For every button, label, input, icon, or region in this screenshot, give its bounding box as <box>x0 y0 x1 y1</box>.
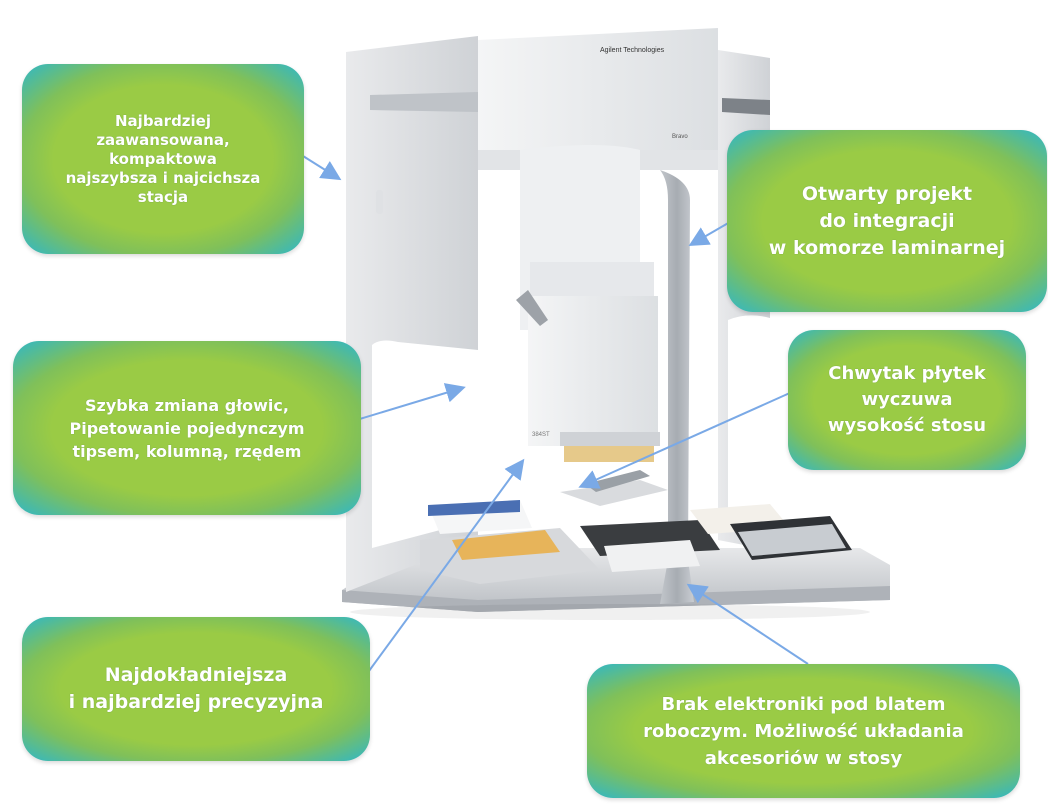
callout-compact-station: Najbardziej zaawansowana, kompaktowa naj… <box>22 64 304 254</box>
center-pillar <box>660 170 694 604</box>
arrow-precision <box>357 458 525 687</box>
callout-no-electronics: Brak elektroniki pod blatem roboczym. Mo… <box>587 664 1020 798</box>
arrow-no-electronics <box>686 583 809 665</box>
callout-head-change-text: Szybka zmiana głowic, Pipetowanie pojedy… <box>69 395 305 461</box>
callout-precision: Najdokładniejsza i najbardziej precyzyjn… <box>22 617 370 761</box>
head-type-label: 384ST <box>532 432 550 438</box>
callout-open-design: Otwarty projekt do integracji w komorze … <box>727 130 1047 312</box>
arrow-compact-station <box>302 155 342 181</box>
deck-labware <box>420 500 852 584</box>
arrow-plate-gripper <box>578 391 793 489</box>
callout-plate-gripper: Chwytak płytek wyczuwa wysokość stosu <box>788 330 1026 470</box>
callout-open-design-text: Otwarty projekt do integracji w komorze … <box>768 182 1006 259</box>
arrow-open-design <box>688 221 731 247</box>
callout-compact-station-text: Najbardziej zaawansowana, kompaktowa naj… <box>65 111 261 206</box>
callout-no-electronics-text: Brak elektroniki pod blatem roboczym. Mo… <box>643 693 964 769</box>
head-housing: Agilent Technologies Bravo 384ST <box>478 28 718 462</box>
callout-head-change: Szybka zmiana głowic, Pipetowanie pojedy… <box>13 341 361 515</box>
callout-plate-gripper-text: Chwytak płytek wyczuwa wysokość stosu <box>827 363 987 436</box>
manufacturer-label: Agilent Technologies <box>600 47 665 54</box>
plate-gripper <box>560 470 668 506</box>
callout-precision-text: Najdokładniejsza i najbardziej precyzyjn… <box>68 664 324 713</box>
model-label: Bravo <box>672 134 688 140</box>
